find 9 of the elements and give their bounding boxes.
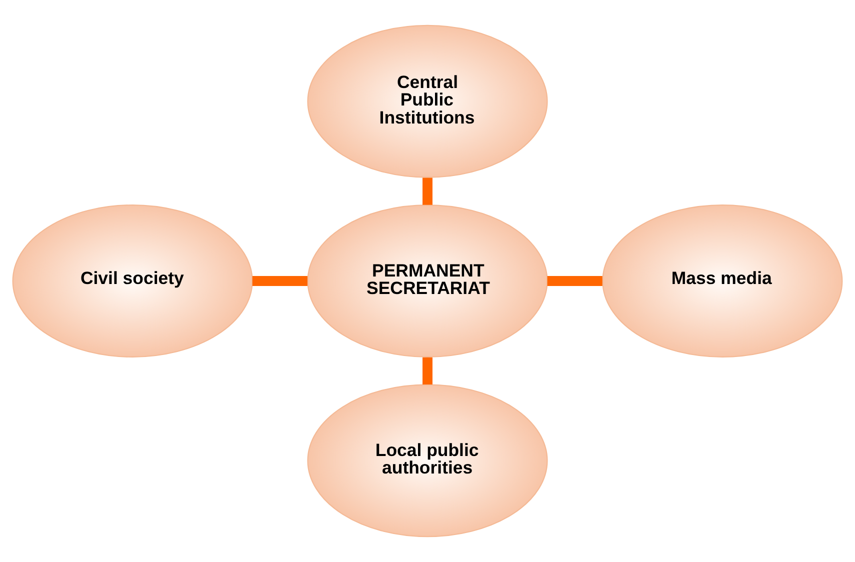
connector [422, 178, 432, 205]
connector [547, 276, 602, 286]
node-ellipse: Local public authorities [307, 384, 548, 538]
node-ellipse: Central Public Institutions [307, 24, 548, 178]
node-ellipse: Mass media [602, 204, 843, 358]
node-ellipse: Civil society [12, 204, 253, 358]
connector [422, 357, 432, 384]
node-ellipse: PERMANENT SECRETARIAT [307, 204, 548, 358]
connector [252, 276, 308, 286]
